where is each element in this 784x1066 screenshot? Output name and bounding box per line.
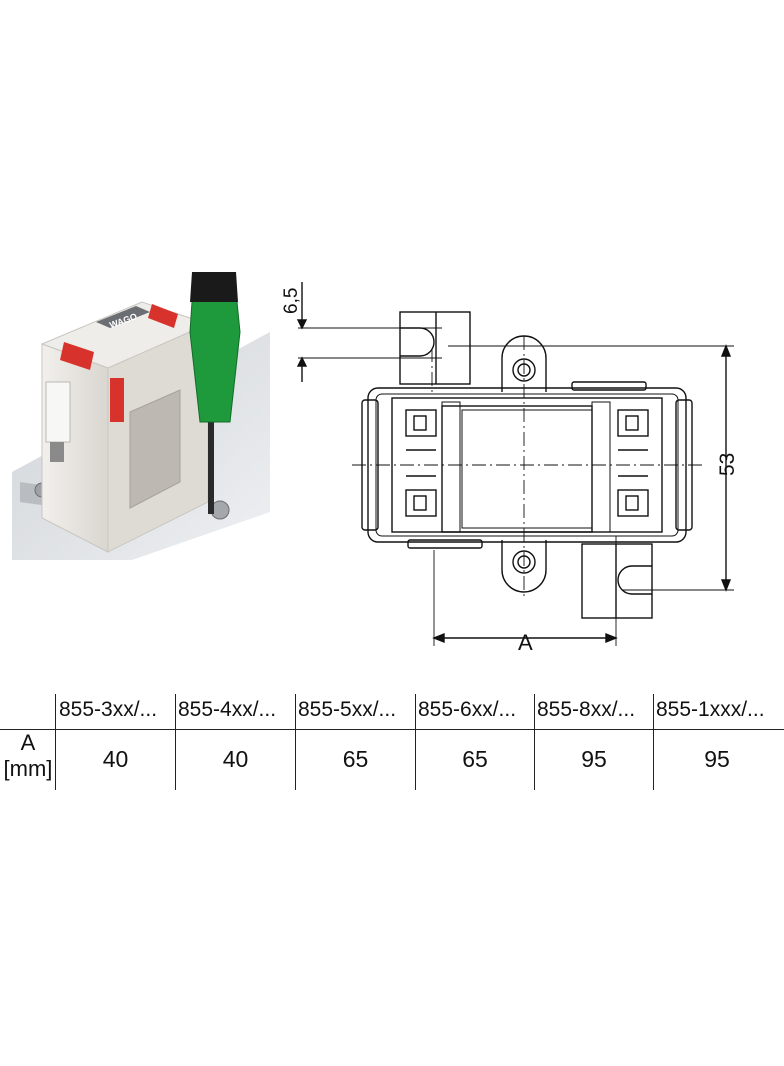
center-lines xyxy=(352,336,702,598)
column-divider xyxy=(534,694,535,790)
top-bracket xyxy=(399,311,471,385)
table-cell-value: 95 xyxy=(581,746,607,772)
table-cell-value: 65 xyxy=(462,746,488,772)
technical-drawing-svg: 6,5 xyxy=(281,282,739,655)
product-photo: WAGO xyxy=(12,271,270,560)
column-header: 855-1xxx/... xyxy=(656,698,765,721)
row-label-line1: A xyxy=(20,730,36,755)
barcode xyxy=(50,442,64,462)
screwdriver-grip xyxy=(190,272,238,302)
dim-top-offset-label: 6,5 xyxy=(281,288,302,314)
screwdriver-shaft xyxy=(208,422,214,514)
dimensions-table: A [mm] 855-3xx/... 855-4xx/... 855-5xx/.… xyxy=(0,690,784,790)
dimension-drawing: 6,5 xyxy=(272,270,784,660)
table-cell-value: 65 xyxy=(342,746,369,772)
column-divider xyxy=(175,694,176,790)
terminal-red-3 xyxy=(110,378,124,422)
terminal-red-2 xyxy=(148,304,178,328)
column-divider xyxy=(55,694,56,790)
column-header: 855-8xx/... xyxy=(537,698,636,721)
row-label: A [mm] xyxy=(0,730,56,782)
column-header: 855-3xx/... xyxy=(59,698,158,721)
table-cell-value: 40 xyxy=(222,746,249,772)
dim-top-offset: 6,5 xyxy=(281,282,442,382)
product-label xyxy=(45,381,71,443)
row-label-line2: [mm] xyxy=(3,756,53,781)
dim-width: A xyxy=(432,550,618,655)
bottom-bracket xyxy=(581,543,653,619)
column-divider xyxy=(653,694,654,790)
current-transformer-illustration: WAGO xyxy=(12,271,270,560)
table-cell-value: 95 xyxy=(704,746,730,772)
dim-height: 53 xyxy=(448,344,739,592)
dim-width-label: A xyxy=(518,630,533,655)
dim-height-label: 53 xyxy=(716,453,739,476)
column-header: 855-4xx/... xyxy=(178,698,277,721)
column-header: 855-5xx/... xyxy=(298,698,397,721)
table-cell-value: 40 xyxy=(102,746,129,772)
column-divider xyxy=(415,694,416,790)
bottom-mounting-ear xyxy=(501,540,547,593)
column-divider xyxy=(295,694,296,790)
column-header: 855-6xx/... xyxy=(418,698,517,721)
table-header-divider xyxy=(0,729,784,730)
conductor-window xyxy=(129,389,181,509)
brand-plate xyxy=(96,306,150,328)
terminal-red-1 xyxy=(60,342,94,370)
